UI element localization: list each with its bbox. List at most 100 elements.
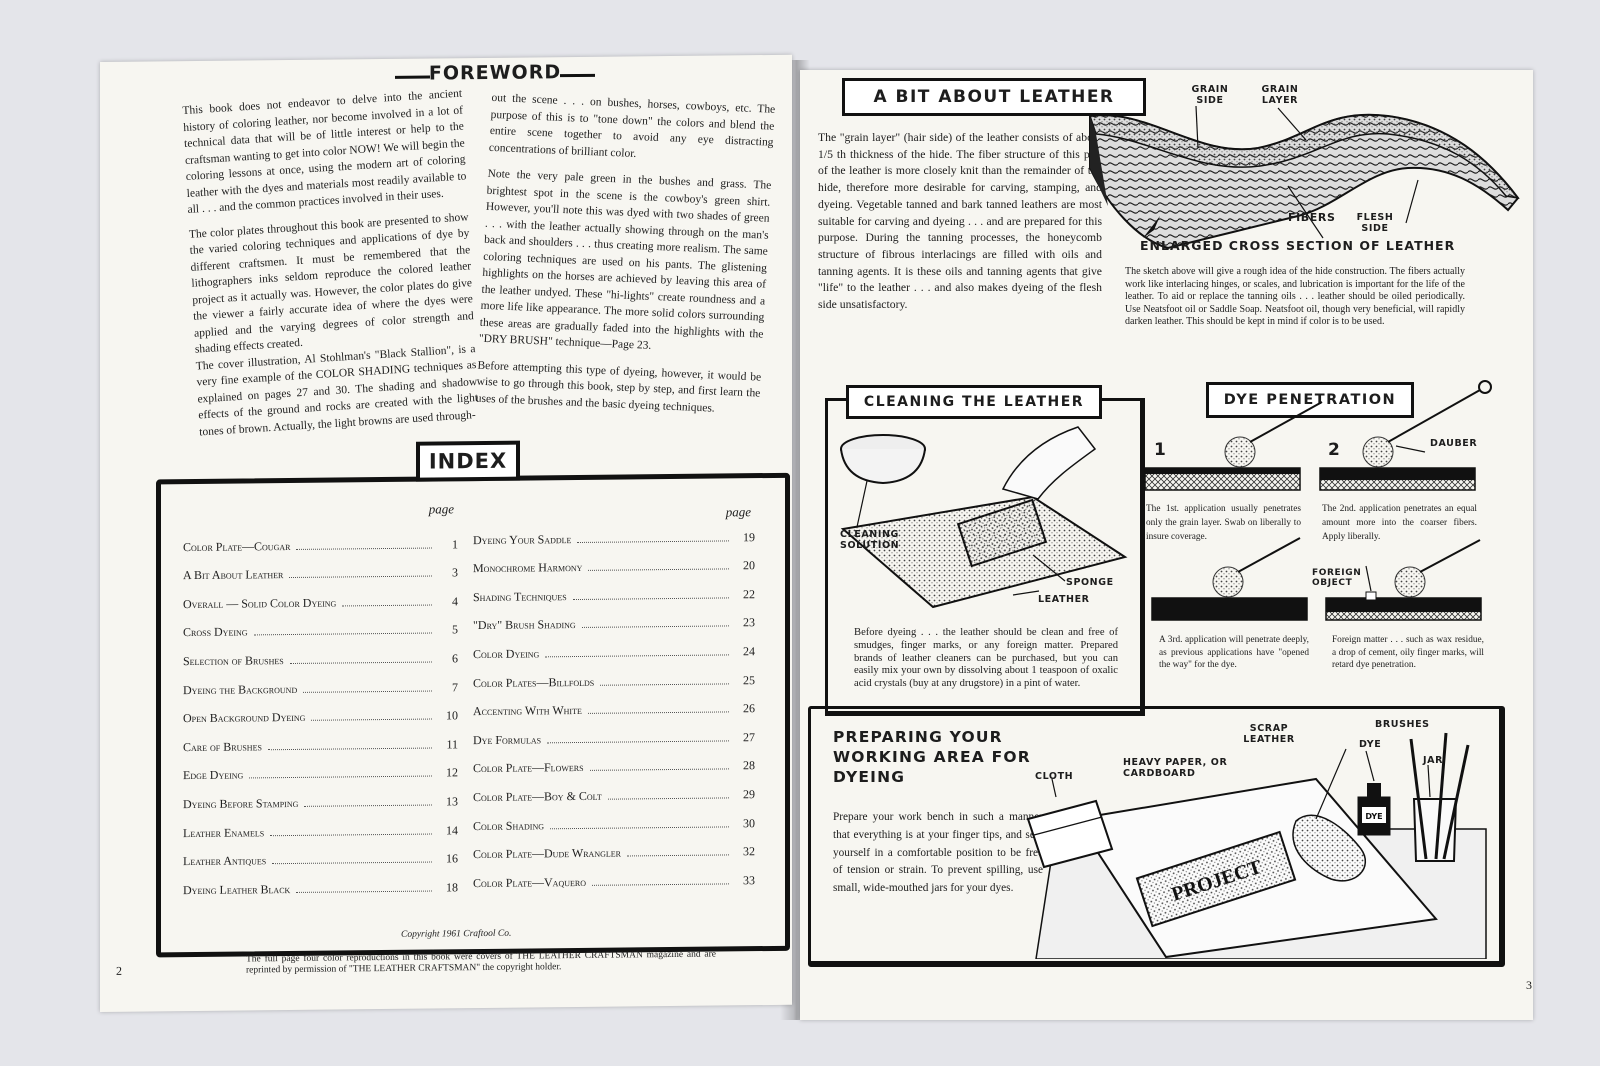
pointer-line <box>1315 748 1347 820</box>
hand <box>1001 426 1097 500</box>
pointer-line <box>1032 554 1066 582</box>
grain-layer-surface <box>1089 114 1520 200</box>
left-page: FOREWORD This book does not endeavor to … <box>100 54 792 1013</box>
jar-label: JAR <box>1423 755 1444 766</box>
page-number: 3 <box>1526 978 1532 992</box>
dauber-handle <box>1249 401 1323 443</box>
dye-bottle-text: DYE <box>1365 812 1382 821</box>
foreword-col-1: This book does not endeavor to delve int… <box>182 86 479 441</box>
index-entry-label: Color Plate—Dude Wrangler <box>473 845 621 862</box>
index-entry-label: Cross Dyeing <box>183 624 248 640</box>
grain-layer-paragraph: The "grain layer" (hair side) of the lea… <box>818 131 1102 312</box>
bit-title-text: A BIT ABOUT LEATHER <box>873 87 1115 107</box>
foreword-paragraph: Note the very pale green in the bushes a… <box>478 167 772 352</box>
cloth-fold <box>1033 816 1103 836</box>
foreword-paragraph: The color plates throughout this book ar… <box>188 210 474 356</box>
index-entry: Color Dyeing 24 <box>473 631 755 663</box>
scrap-leather-label: SCRAP LEATHER <box>1243 723 1295 745</box>
dye-label: DYE <box>1359 739 1382 750</box>
work-area-illustration: PROJECT DYE <box>1026 732 1487 959</box>
dauber <box>1224 436 1256 468</box>
project-plate <box>1135 830 1297 928</box>
dot-leader <box>304 804 432 807</box>
dauber-ring <box>1478 380 1492 394</box>
dot-leader <box>270 833 432 836</box>
foreign-object-label: FOREIGN OBJECT <box>1312 568 1362 588</box>
dye-layer <box>1326 598 1481 612</box>
dot-leader <box>253 632 432 636</box>
dot-leader <box>296 890 432 893</box>
pointer-line <box>1365 750 1375 782</box>
dot-leader <box>589 768 729 772</box>
foreign-object <box>1365 591 1377 601</box>
index-entry-label: Overall — Solid Color Dyeing <box>183 595 337 611</box>
bit-about-leather-title: A BIT ABOUT LEATHER <box>842 78 1146 116</box>
index-entry-page: 24 <box>743 644 755 659</box>
sponge-label: SPONGE <box>1066 577 1114 588</box>
pointer-line <box>1051 778 1057 798</box>
dye-caption-1: The 1st. application usually penetrates … <box>1146 504 1301 542</box>
dot-leader <box>272 861 432 865</box>
index-entry-label: Dyeing Your Saddle <box>473 531 572 547</box>
title-rule <box>395 75 430 79</box>
cloth-label: CLOTH <box>1035 771 1074 782</box>
pointer-line <box>1405 179 1419 224</box>
foreword-paragraph: out the scene . . . on bushes, horses, c… <box>488 91 776 160</box>
page-number: 2 <box>116 963 122 978</box>
index-entry-page: 33 <box>743 872 755 887</box>
index-entry-label: Color Plates—Billfolds <box>473 674 595 690</box>
pointer-line <box>856 480 868 528</box>
index-entry-page: 14 <box>446 822 458 837</box>
dauber-handle <box>1419 539 1481 573</box>
index-entry-page: 20 <box>743 558 755 573</box>
index-entry-page: 27 <box>743 729 755 745</box>
index-entry-page: 32 <box>743 844 755 859</box>
brush <box>1434 732 1448 860</box>
dye-penetration-title-box: DYE PENETRATION <box>1206 382 1414 418</box>
index-title: INDEX <box>428 448 508 474</box>
index-entry-label: Leather Antiques <box>183 853 267 869</box>
page-header: page <box>428 501 454 517</box>
dot-leader <box>342 604 432 607</box>
scrap-leather <box>1292 814 1367 882</box>
dot-leader <box>311 718 432 721</box>
foreword-paragraph: Before attempting this type of dyeing, h… <box>475 359 762 415</box>
dot-leader <box>588 568 729 572</box>
grain-layer-label: GRAIN LAYER <box>1261 84 1299 106</box>
copyright-note: Copyright 1961 Craftool Co. <box>401 928 512 940</box>
grain-side-label: GRAIN SIDE <box>1191 84 1229 106</box>
foreword-col-2: out the scene . . . on bushes, horses, c… <box>475 90 776 419</box>
index-entry: Leather Enamels 14 <box>183 809 458 840</box>
prep-panel: PREPARING YOUR WORKING AREA FOR DYEING P… <box>808 706 1505 967</box>
dot-leader <box>550 825 729 829</box>
dauber <box>1212 566 1244 598</box>
dye-penetration-illustration <box>1144 380 1492 621</box>
brush <box>1442 744 1470 860</box>
dye-bottle-label <box>1362 807 1386 823</box>
dye-bottle-cap <box>1367 783 1381 799</box>
index-entry-label: Color Plate—Cougar <box>183 538 291 554</box>
dot-leader <box>572 597 729 600</box>
index-entry-label: Shading Techniques <box>473 588 567 604</box>
dot-leader <box>581 625 729 629</box>
index-entry-page: 26 <box>743 701 755 716</box>
index-entry-page: 1 <box>452 536 458 551</box>
index-entry: Dye Formulas 27 <box>473 716 755 748</box>
index-entry-label: Monochrome Harmony <box>473 560 583 576</box>
index-entry-label: Color Shading <box>473 817 545 833</box>
index-entry-label: Dye Formulas <box>473 732 542 747</box>
index-entry-label: Color Dyeing <box>473 646 540 662</box>
index-entry-label: Edge Dyeing <box>183 767 244 783</box>
index-entry-label: Leather Enamels <box>183 824 265 840</box>
